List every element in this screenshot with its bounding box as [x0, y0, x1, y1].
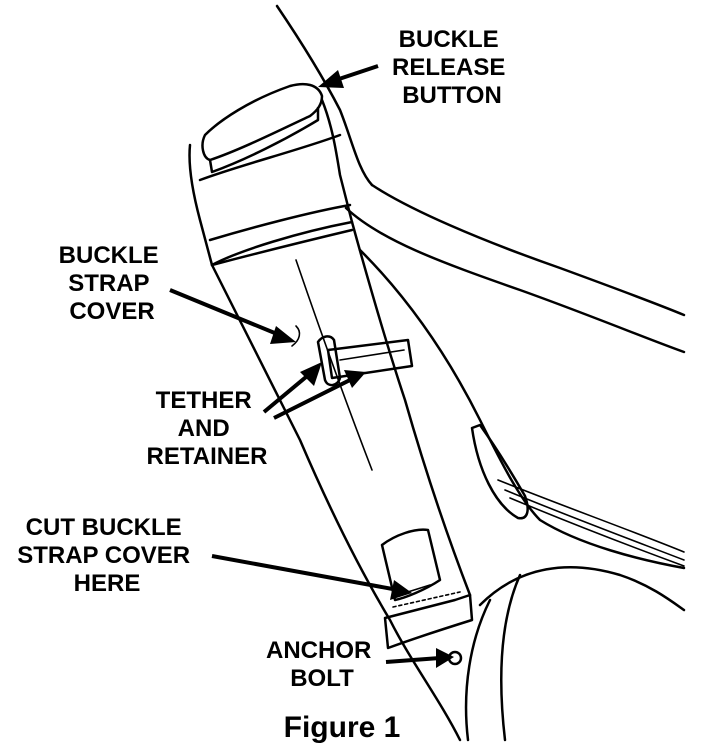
tether-stitching [339, 349, 405, 361]
label-cut-buckle-strap-cover-here: CUT BUCKLE STRAP COVER HERE [17, 514, 197, 597]
label-line: TETHER [156, 387, 252, 414]
label-line: RETAINER [147, 443, 268, 470]
label-tether-and-retainer: TETHER AND RETAINER [147, 387, 268, 470]
label-line: STRAP COVER [17, 542, 190, 569]
arrow-anchor-bolt [385, 648, 454, 668]
cover-base-dashed [392, 591, 461, 608]
label-line: BOLT [290, 665, 354, 692]
figure-caption: Figure 1 [284, 711, 401, 744]
seat-back-curve [275, 4, 374, 187]
belt-webbing-3 [509, 497, 685, 567]
label-buckle-release-button: BUCKLE RELEASE BUTTON [392, 26, 512, 109]
label-line: HERE [74, 570, 141, 597]
retainer-loop [316, 335, 342, 387]
seat-outer-contour [370, 183, 686, 317]
label-line: COVER [69, 298, 154, 325]
arrow-cut-here [211, 554, 412, 600]
cut-window [380, 528, 442, 602]
buckle-body-front [198, 133, 342, 182]
label-line: BUTTON [402, 82, 502, 109]
trim-strip [470, 423, 529, 520]
arrow-buckle-release [318, 64, 379, 88]
strap-cover-left-edge [210, 263, 462, 742]
label-anchor-bolt: ANCHOR BOLT [266, 637, 378, 692]
release-button-top [201, 82, 324, 162]
seat-cushion-front [464, 598, 492, 742]
strap-cover-crease [295, 259, 373, 471]
belt-webbing-1 [497, 479, 685, 553]
cover-base [383, 593, 474, 650]
belt-webbing-2 [504, 489, 685, 561]
arrow-tether [262, 362, 322, 414]
seat-side-panel [358, 248, 686, 570]
cover-slit [291, 325, 301, 347]
label-line: BUCKLE [399, 26, 499, 53]
strap-cover-right-edge [350, 220, 472, 597]
arrow-buckle-strap-cover [169, 288, 296, 344]
label-buckle-strap-cover: BUCKLE STRAP COVER [59, 242, 166, 325]
arrow-retainer [273, 370, 366, 420]
label-line: STRAP [68, 270, 149, 297]
label-line: ANCHOR [266, 637, 371, 664]
seat-inner-contour [344, 206, 686, 354]
release-button-face [208, 106, 320, 174]
label-line: CUT BUCKLE [26, 514, 182, 541]
tether-strap [326, 338, 414, 380]
buckle-band [208, 203, 354, 267]
label-line: AND [178, 415, 230, 442]
label-line: RELEASE [392, 54, 505, 81]
label-line: BUCKLE [59, 242, 159, 269]
seat-cushion-top [478, 566, 686, 612]
buckle-body-outline [188, 98, 354, 267]
seat-cushion-inner [500, 573, 522, 742]
